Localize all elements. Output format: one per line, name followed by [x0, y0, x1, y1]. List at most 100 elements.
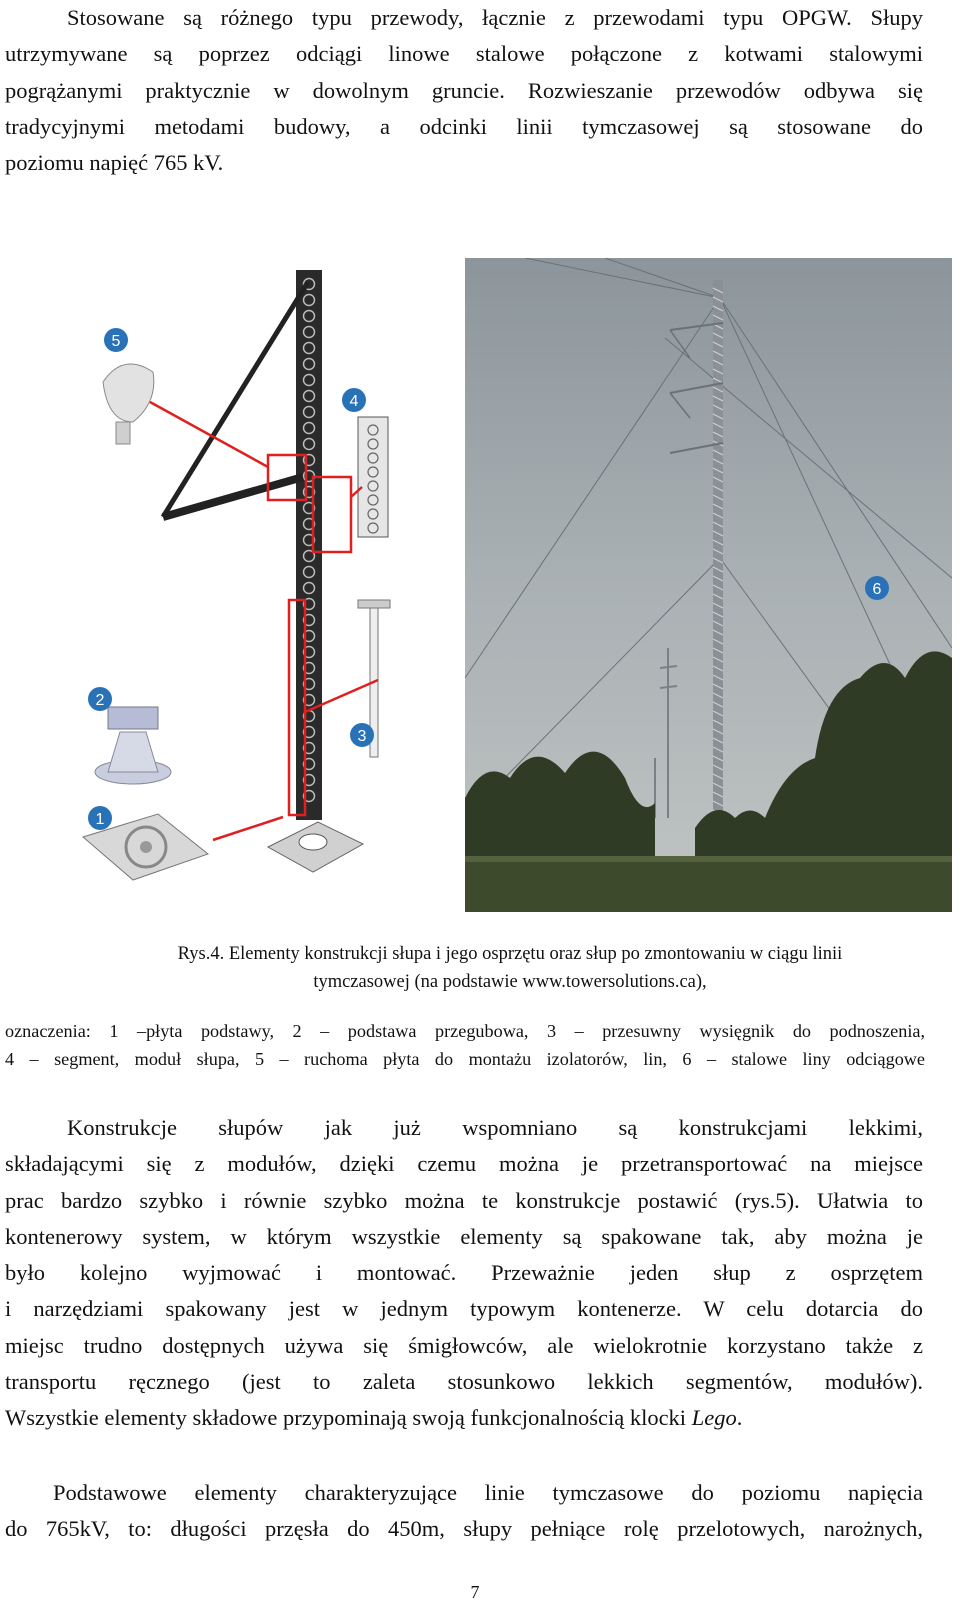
lattice-brace — [712, 413, 724, 420]
highlight-annotations — [149, 400, 379, 842]
lattice-brace — [712, 449, 724, 456]
lattice-brace — [712, 782, 724, 789]
text-line: Wszystkie elementy składowe przypominają… — [5, 1400, 923, 1436]
lattice-brace — [712, 530, 724, 537]
mast-hole — [302, 437, 316, 451]
legend-line: 4 – segment, moduł słupa, 5 – ruchoma pł… — [5, 1049, 925, 1069]
segment-hole — [367, 466, 379, 478]
segment-hole — [367, 480, 379, 492]
mast-hole — [302, 421, 316, 435]
lattice-brace — [712, 620, 724, 627]
base-plate-drawing — [81, 813, 210, 881]
caption-line: Rys.4. Elementy konstrukcji słupa i jego… — [177, 944, 843, 964]
mast-hole — [302, 405, 316, 419]
marker-2: 2 — [88, 687, 112, 711]
articulated-base-drawing — [94, 706, 172, 785]
mast-hole — [302, 389, 316, 403]
text-line: było kolejno wyjmować i montować. Przewa… — [5, 1260, 923, 1286]
mast-hole — [302, 309, 316, 323]
mast-hole — [302, 789, 316, 803]
mast-hole — [302, 757, 316, 771]
text-line: utrzymywane są poprzez odciągi linowe st… — [5, 41, 923, 67]
lattice-brace — [712, 575, 724, 582]
segment-hole — [367, 438, 379, 450]
mast-hole — [302, 661, 316, 675]
mast-hole — [302, 501, 316, 515]
svg-text:6: 6 — [873, 581, 882, 598]
paragraph-intro: Stosowane są różnego typu przewody, łącz… — [5, 0, 923, 181]
lattice-brace — [712, 800, 724, 807]
svg-text:4: 4 — [350, 393, 359, 410]
lattice-brace — [712, 314, 724, 321]
mast-hole — [302, 453, 316, 467]
svg-text:3: 3 — [358, 728, 367, 745]
lattice-brace — [712, 701, 724, 708]
mast-hole — [302, 549, 316, 563]
mast-hole — [302, 741, 316, 755]
mast-hole — [302, 517, 316, 531]
lattice-brace — [712, 386, 724, 393]
lattice-brace — [712, 485, 724, 492]
lattice-brace — [712, 737, 724, 744]
mast-hole — [302, 645, 316, 659]
lattice-brace — [712, 566, 724, 573]
lattice-brace — [712, 629, 724, 636]
paragraph-basics: Podstawowe elementy charakteryzujące lin… — [5, 1475, 923, 1548]
lattice-brace — [712, 404, 724, 411]
lattice-brace — [712, 476, 724, 483]
tree-line — [465, 651, 952, 858]
lattice-brace — [712, 710, 724, 717]
lattice-brace — [712, 350, 724, 357]
text-line: Konstrukcje słupów jak już wspomniano są… — [67, 1115, 923, 1140]
lattice-brace — [712, 377, 724, 384]
text-line: kontenerowy system, w którym wszystkie e… — [5, 1223, 923, 1249]
lattice-tower — [669, 280, 724, 861]
lattice-brace — [712, 602, 724, 609]
italic-word: Lego — [691, 1405, 737, 1431]
segment-hole — [367, 508, 379, 520]
mast-hole — [302, 773, 316, 787]
lattice-brace — [712, 656, 724, 663]
lattice-brace — [712, 692, 724, 699]
text-line: prac bardzo szybko i równie szybko można… — [5, 1187, 923, 1213]
lattice-brace — [712, 341, 724, 348]
text-run: Wszystkie elementy składowe przypominają… — [5, 1405, 692, 1431]
marker-1: 1 — [88, 806, 112, 830]
lattice-brace — [712, 287, 724, 294]
mast-hole — [302, 581, 316, 595]
marker-6: 6 — [865, 576, 889, 600]
caption-line: tymczasowej (na podstawie www.towersolut… — [313, 972, 707, 992]
mast-hole — [302, 693, 316, 707]
text-line: i narzędziami spakowany jest w jednym ty… — [5, 1296, 923, 1322]
lattice-brace — [712, 512, 724, 519]
segment-hole — [367, 424, 379, 436]
lattice-brace — [712, 467, 724, 474]
movable-plate-drawing — [102, 363, 155, 445]
marker-3: 3 — [350, 723, 374, 747]
mast-hole — [302, 533, 316, 547]
segment-hole — [367, 522, 379, 534]
text-run: . — [736, 1405, 743, 1431]
page-number: 7 — [470, 1582, 480, 1602]
lattice-brace — [712, 611, 724, 618]
tower-photo: 6 — [465, 258, 952, 912]
marker-4: 4 — [342, 388, 366, 412]
text-line: transportu ręcznego (jest to zaleta stos… — [5, 1369, 923, 1395]
paragraph-construction: Konstrukcje słupów jak już wspomniano są… — [5, 1110, 923, 1437]
grass-field — [465, 856, 952, 912]
mast-hole — [302, 373, 316, 387]
mast-hole — [302, 357, 316, 371]
figure-legend: oznaczenia: 1 –płyta podstawy, 2 – podst… — [5, 1017, 925, 1073]
lattice-brace — [712, 431, 724, 438]
figure-caption: Rys.4. Elementy konstrukcji słupa i jego… — [95, 940, 925, 996]
tower-components-drawing: 5 4 3 2 1 — [81, 270, 391, 881]
lattice-brace — [712, 746, 724, 753]
text-line: pogrążanymi praktycznie w dowolnym grunc… — [5, 77, 923, 103]
text-line: składającymi się z modułów, dzięki czemu… — [5, 1151, 923, 1177]
mast-hole — [302, 277, 316, 291]
lattice-brace — [712, 503, 724, 510]
lattice-brace — [712, 773, 724, 780]
text-line: tradycyjnymi metodami budowy, a odcinki … — [5, 113, 923, 139]
lattice-brace — [712, 521, 724, 528]
mast-hole — [302, 629, 316, 643]
